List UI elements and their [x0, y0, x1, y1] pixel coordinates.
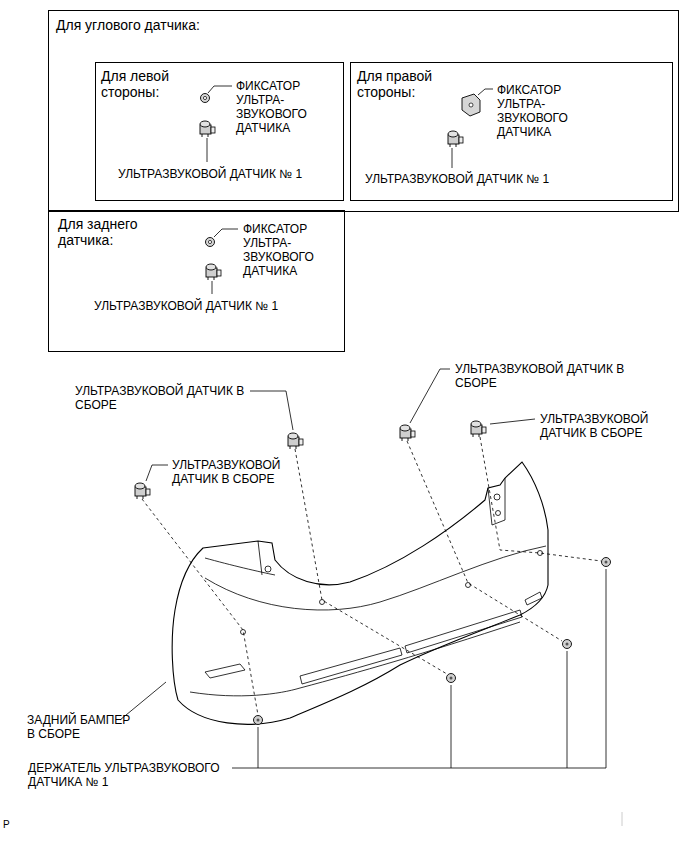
- sensor-icon: [288, 433, 303, 449]
- bumper-outline: [172, 462, 548, 724]
- part-label: УЛЬТРАЗВУКОВОЙ ДАТЧИК В СБОРЕ: [75, 384, 247, 412]
- fixer-icon: [206, 238, 215, 247]
- sensor-icon: [471, 421, 486, 437]
- part-label: УЛЬТРАЗВУКОВОЙ ДАТЧИК № 1: [365, 172, 549, 186]
- part-label: ФИКСАТОР УЛЬТРА- ЗВУКОВОГО ДАТЧИКА: [497, 83, 568, 139]
- box-heading: Для заднего датчика:: [58, 216, 150, 248]
- part-label: УЛЬТРАЗВУКОВОЙ ДАТЧИК № 1: [118, 167, 302, 181]
- variant-box: Для левой стороны: ФИКСАТОР УЛЬТРА- ЗВУКО…: [95, 62, 344, 201]
- group-box: Для углового датчика: Для левой стороны: Ф…: [48, 10, 679, 212]
- part-label: ФИКСАТОР УЛЬТРА- ЗВУКОВОГО ДАТЧИКА: [236, 79, 307, 135]
- holder-icon: [447, 674, 456, 683]
- variant-box: Для правой стороны: ФИКСАТОР УЛЬТРА- ЗВУК…: [350, 62, 673, 201]
- figure-code: P: [3, 818, 10, 832]
- box-heading: Для левой стороны:: [101, 68, 193, 100]
- box-heading: Для углового датчика:: [56, 17, 200, 33]
- box-heading: Для правой стороны:: [357, 68, 449, 100]
- part-label: ДЕРЖАТЕЛЬ УЛЬТРАЗВУКОВОГО ДАТЧИКА № 1: [28, 761, 228, 789]
- part-label: УЛЬТРАЗВУКОВОЙ ДАТЧИК № 1: [94, 299, 278, 313]
- holder-icon: [563, 640, 572, 649]
- part-label: УЛЬТРАЗВУКОВОЙ ДАТЧИК В СБОРЕ: [172, 458, 298, 486]
- part-label: ЗАДНИЙ БАМПЕР В СБОРЕ: [27, 713, 139, 741]
- holder-icon: [602, 558, 611, 567]
- sensor-icon: [135, 483, 150, 499]
- sensor-icon: [400, 425, 415, 441]
- fixer-icon: [462, 94, 480, 116]
- sensor-icon: [200, 121, 215, 137]
- part-label: УЛЬТРАЗВУКОВОЙ ДАТЧИК В СБОРЕ: [540, 412, 666, 440]
- leader-lines: [120, 369, 606, 768]
- holder-icon: [254, 716, 263, 725]
- sensor-icon: [206, 264, 221, 280]
- group-box: Для заднего датчика: ФИКСАТОР УЛЬТРА- ЗВУ…: [48, 210, 345, 352]
- sensor-icon: [448, 131, 463, 147]
- part-label: ФИКСАТОР УЛЬТРА- ЗВУКОВОГО ДАТЧИКА: [243, 222, 314, 278]
- part-label: УЛЬТРАЗВУКОВОЙ ДАТЧИК В СБОРЕ: [455, 362, 627, 390]
- fixer-icon: [201, 94, 210, 103]
